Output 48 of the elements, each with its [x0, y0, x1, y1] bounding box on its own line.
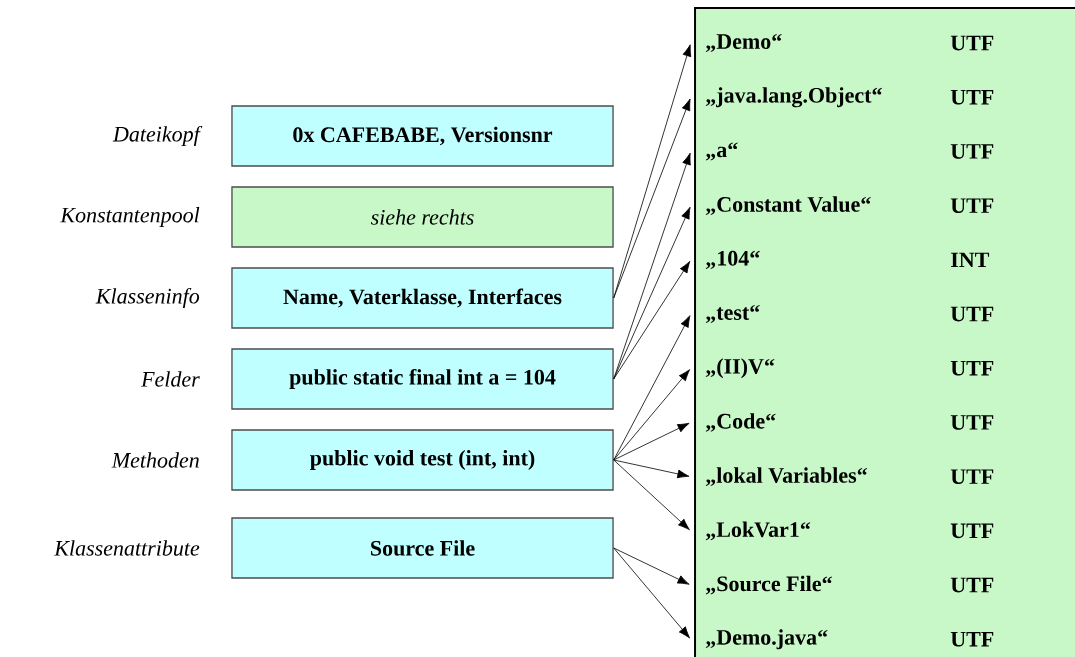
field-box: public void test (int, int) [231, 429, 614, 491]
entry-value: „Demo.java“ [705, 629, 828, 650]
entry-type: UTF [950, 90, 994, 105]
entry-type: UTF [950, 198, 994, 213]
entry-value: „Source File“ [705, 575, 832, 595]
arrow [613, 315, 691, 461]
entry-type: INT [951, 252, 990, 268]
arrow [613, 369, 690, 461]
entry-value: „lokal Variables“ [705, 467, 867, 487]
entry-value: „104“ [705, 250, 760, 269]
arrow [613, 44, 692, 299]
entry-type: UTF [950, 35, 994, 51]
field-box: siehe rechts [231, 186, 614, 248]
section-label: Klassenattribute [54, 540, 200, 556]
arrow [613, 547, 690, 639]
arrow [613, 459, 690, 479]
entry-type: UTF [950, 523, 994, 539]
section-label: Dateikopf [112, 125, 203, 147]
field-box: public static final int a = 104 [231, 348, 614, 410]
field-box: 0x CAFEBABE, Versionsnr [231, 105, 614, 167]
entry-type: UTF [950, 469, 994, 484]
entry-value: „Constant Value“ [705, 196, 871, 216]
section-label: Klasseninfo [95, 287, 200, 309]
field-box: Name, Vaterklasse, Interfaces [231, 267, 614, 329]
field-box: Source File [231, 517, 614, 579]
entry-type: UTF [950, 144, 994, 159]
section-label: Felder [141, 371, 200, 387]
entry-value: „test“ [705, 305, 760, 324]
entry-type: UTF [950, 577, 994, 593]
entry-type: UTF [950, 632, 994, 647]
arrow [613, 261, 691, 380]
arrow [613, 206, 691, 380]
entry-value: „a“ [705, 142, 738, 161]
constant-pool-panel [694, 7, 1075, 657]
arrow [613, 459, 690, 531]
entry-value: „(II)V“ [705, 358, 775, 379]
entry-value: „java.lang.Object“ [705, 87, 882, 108]
arrow [613, 547, 690, 585]
entry-type: UTF [950, 415, 994, 430]
section-label: Konstantenpool [60, 207, 200, 227]
arrow [613, 98, 691, 299]
arrow [613, 422, 690, 461]
entry-value: „LokVar1“ [705, 521, 811, 541]
entry-value: „Demo“ [705, 34, 782, 53]
section-label: Methoden [111, 452, 199, 468]
entry-type: UTF [950, 306, 994, 322]
entry-value: „Code“ [705, 413, 776, 432]
entry-type: UTF [950, 361, 994, 376]
